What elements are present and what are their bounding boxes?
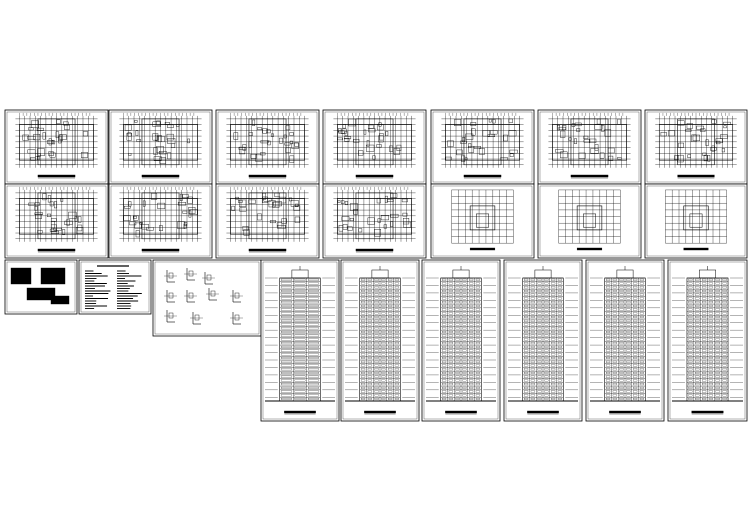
floor-plan-sheet[interactable]: [322, 109, 427, 185]
elevation-sheet[interactable]: [503, 259, 583, 422]
floor-plan-sheet[interactable]: [4, 109, 109, 185]
sheet-row-elevations-and-sections: [260, 259, 748, 422]
elevation-sheet[interactable]: [421, 259, 501, 422]
details-sheet[interactable]: [152, 259, 262, 337]
floor-plan-sheet[interactable]: [322, 183, 427, 259]
floor-plan-sheet[interactable]: [537, 109, 642, 185]
elevation-sheet[interactable]: [340, 259, 420, 422]
floor-plan-sheet[interactable]: [108, 183, 213, 259]
elevation-sheet[interactable]: [585, 259, 665, 422]
floor-plan-sheet[interactable]: [215, 109, 320, 185]
elevation-sheet[interactable]: [667, 259, 748, 422]
sheet-row-notes-and-details: [4, 259, 262, 337]
sheet-row-floor-plans-upper: [4, 109, 748, 185]
floor-plan-sheet[interactable]: [4, 183, 109, 259]
cover-sheet[interactable]: [4, 259, 78, 315]
floor-plan-sheet[interactable]: [644, 109, 748, 185]
floor-plan-sheet[interactable]: [215, 183, 320, 259]
sheet-row-floor-plans-lower: [4, 183, 748, 259]
roof-plan-sheet[interactable]: [537, 183, 642, 259]
notes-sheet[interactable]: [78, 259, 152, 315]
floor-plan-sheet[interactable]: [430, 109, 535, 185]
floor-plan-sheet[interactable]: [108, 109, 213, 185]
roof-plan-sheet[interactable]: [644, 183, 748, 259]
section-sheet[interactable]: [260, 259, 340, 422]
roof-plan-sheet[interactable]: [430, 183, 535, 259]
